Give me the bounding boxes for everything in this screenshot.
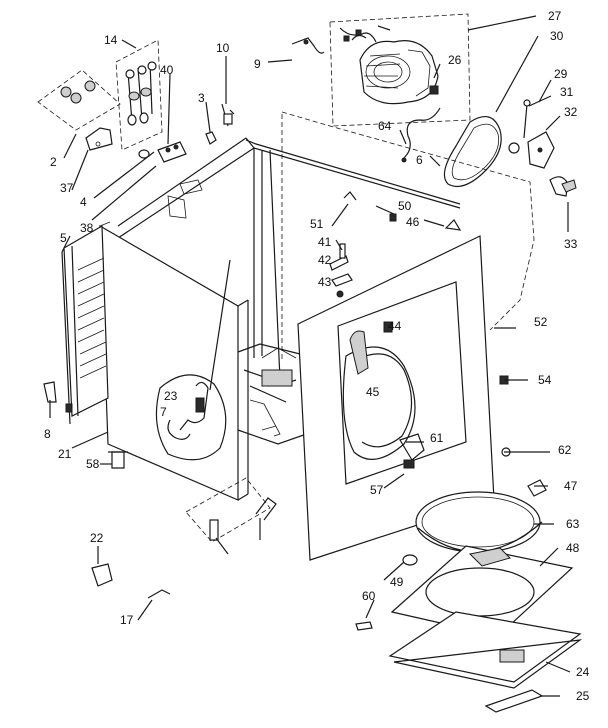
callout-14: 14 bbox=[104, 33, 118, 47]
callout-40: 40 bbox=[160, 63, 174, 77]
callout-46: 46 bbox=[406, 215, 420, 229]
callout-31: 31 bbox=[560, 85, 574, 99]
callout-5: 5 bbox=[60, 231, 67, 245]
callout-42: 42 bbox=[318, 253, 332, 267]
callout-62: 62 bbox=[558, 443, 572, 457]
callout-37: 37 bbox=[60, 181, 74, 195]
callout-10: 10 bbox=[216, 41, 230, 55]
callout-60: 60 bbox=[362, 589, 376, 603]
drive-belt bbox=[443, 115, 502, 187]
callout-29: 29 bbox=[554, 67, 568, 81]
callout-6: 6 bbox=[416, 153, 423, 167]
callout-24: 24 bbox=[576, 665, 590, 679]
callout-58: 58 bbox=[86, 457, 100, 471]
callout-26: 26 bbox=[448, 53, 462, 67]
callout-labels: 2730293132332664610149340237453850464142… bbox=[44, 9, 590, 703]
callout-54: 54 bbox=[538, 373, 552, 387]
callout-52: 52 bbox=[534, 315, 548, 329]
callout-27: 27 bbox=[548, 9, 562, 23]
callout-49: 49 bbox=[390, 575, 404, 589]
callout-9: 9 bbox=[254, 57, 261, 71]
callout-50: 50 bbox=[398, 199, 412, 213]
idler-assembly bbox=[508, 99, 577, 197]
front-panel bbox=[297, 191, 511, 561]
callout-33: 33 bbox=[564, 237, 578, 251]
callout-4: 4 bbox=[80, 195, 87, 209]
drive-motor-assembly bbox=[329, 13, 471, 163]
thermostat-fuse-parts bbox=[37, 37, 325, 163]
callout-30: 30 bbox=[550, 29, 564, 43]
base-tub-parts bbox=[355, 479, 583, 713]
callout-7: 7 bbox=[160, 405, 167, 419]
callout-25: 25 bbox=[576, 689, 590, 703]
leader-lines bbox=[49, 15, 571, 697]
callout-64: 64 bbox=[378, 119, 392, 133]
callout-61: 61 bbox=[430, 431, 444, 445]
callout-48: 48 bbox=[566, 541, 580, 555]
callout-21: 21 bbox=[58, 447, 72, 461]
callout-2: 2 bbox=[50, 155, 57, 169]
callout-17: 17 bbox=[120, 613, 134, 627]
cabinet bbox=[99, 137, 461, 501]
callout-63: 63 bbox=[566, 517, 580, 531]
callout-8: 8 bbox=[44, 427, 51, 441]
callout-45: 45 bbox=[366, 385, 380, 399]
callout-22: 22 bbox=[90, 531, 104, 545]
callout-44: 44 bbox=[388, 319, 402, 333]
callout-47: 47 bbox=[564, 479, 578, 493]
callout-3: 3 bbox=[198, 91, 205, 105]
callout-32: 32 bbox=[564, 105, 578, 119]
callout-38: 38 bbox=[80, 221, 94, 235]
side-panel-louvers bbox=[61, 224, 109, 425]
callout-43: 43 bbox=[318, 275, 332, 289]
callout-51: 51 bbox=[310, 217, 324, 231]
callout-57: 57 bbox=[370, 483, 384, 497]
callout-41: 41 bbox=[318, 235, 332, 249]
callout-23: 23 bbox=[164, 389, 178, 403]
small-hardware-parts bbox=[43, 381, 277, 599]
